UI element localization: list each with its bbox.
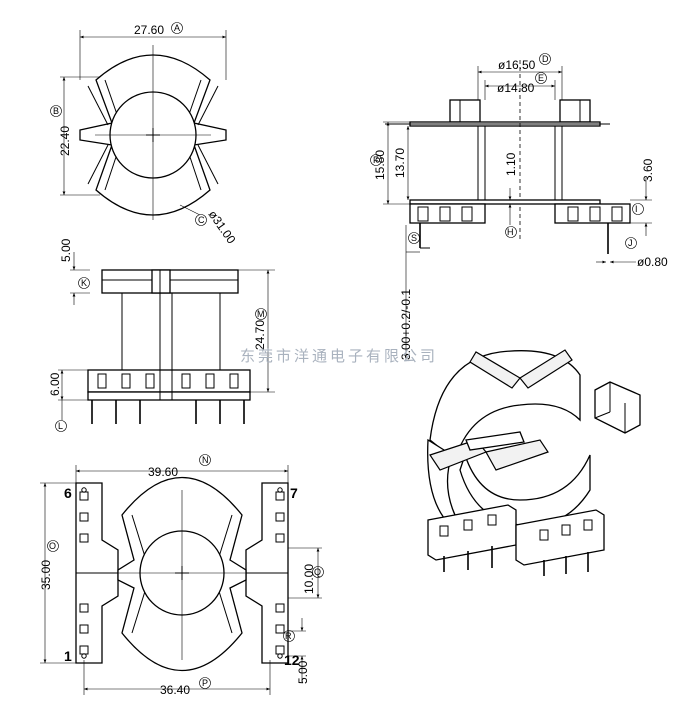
top-width-tag: A [174,23,180,33]
section-pin-tag: J [628,238,633,248]
section-base: 3.60 [641,158,655,182]
side-total-tag: M [257,309,265,319]
section-inner-d: ø14.80 [497,81,535,95]
section-wall-tag: H [507,227,514,237]
watermark-text: 东莞市洋通电子有限公司 [240,348,438,365]
section-h1: 15.80 [373,150,387,180]
top-width-dim: 27.60 [134,23,164,37]
section-h2: 13.70 [393,148,407,178]
side-bottom-dim: 6.00 [48,372,62,396]
side-top-tag: K [81,278,87,288]
side-view: 5.00 K 24.70 M [48,238,275,432]
section-view: ø16.50 D ø14.80 E [370,53,668,360]
section-h1-tag: F [373,155,379,165]
section-inner-tag: E [538,73,544,83]
bottom-width-tag: N [202,455,209,465]
bottom-pitch-tag: Q [314,567,321,577]
pin-label-6: 6 [64,485,72,501]
top-diam-dim: ø31.00 [206,208,239,247]
section-pin-d: ø0.80 [637,255,668,269]
bottom-pin-tag: R [285,631,292,641]
bottom-height-tag: O [49,541,56,551]
bottom-height-dim: 35.00 [39,560,53,590]
bottom-pin-dim: 5.00 [296,660,310,684]
pin-label-1: 1 [64,648,72,664]
top-height-dim: 22.40 [58,126,72,156]
side-bottom-tag: L [58,421,63,431]
side-top-dim: 5.00 [59,238,73,262]
section-outer-d: ø16.50 [498,58,536,72]
top-height-tag: B [53,106,59,116]
isometric-view [427,349,641,576]
pin-label-7: 7 [290,485,298,501]
section-tol: 3.00+0.2/-0.1 [399,289,413,360]
bottom-view: 39.60 N 35.00 O [39,454,324,697]
section-base-tag: I [635,204,638,214]
bottom-width-dim: 39.60 [148,465,178,479]
bottom-pin-span-tag: P [202,678,208,688]
top-view: 27.60 A 22.40 B C ø31.00 [50,22,239,247]
section-tol-tag: S [411,233,417,243]
section-outer-tag: D [542,54,549,64]
section-wall: 1.10 [504,152,518,176]
side-total-dim: 24.70 [253,320,267,350]
bottom-pin-span-dim: 36.40 [160,683,190,697]
top-diam-tag: C [198,215,205,225]
